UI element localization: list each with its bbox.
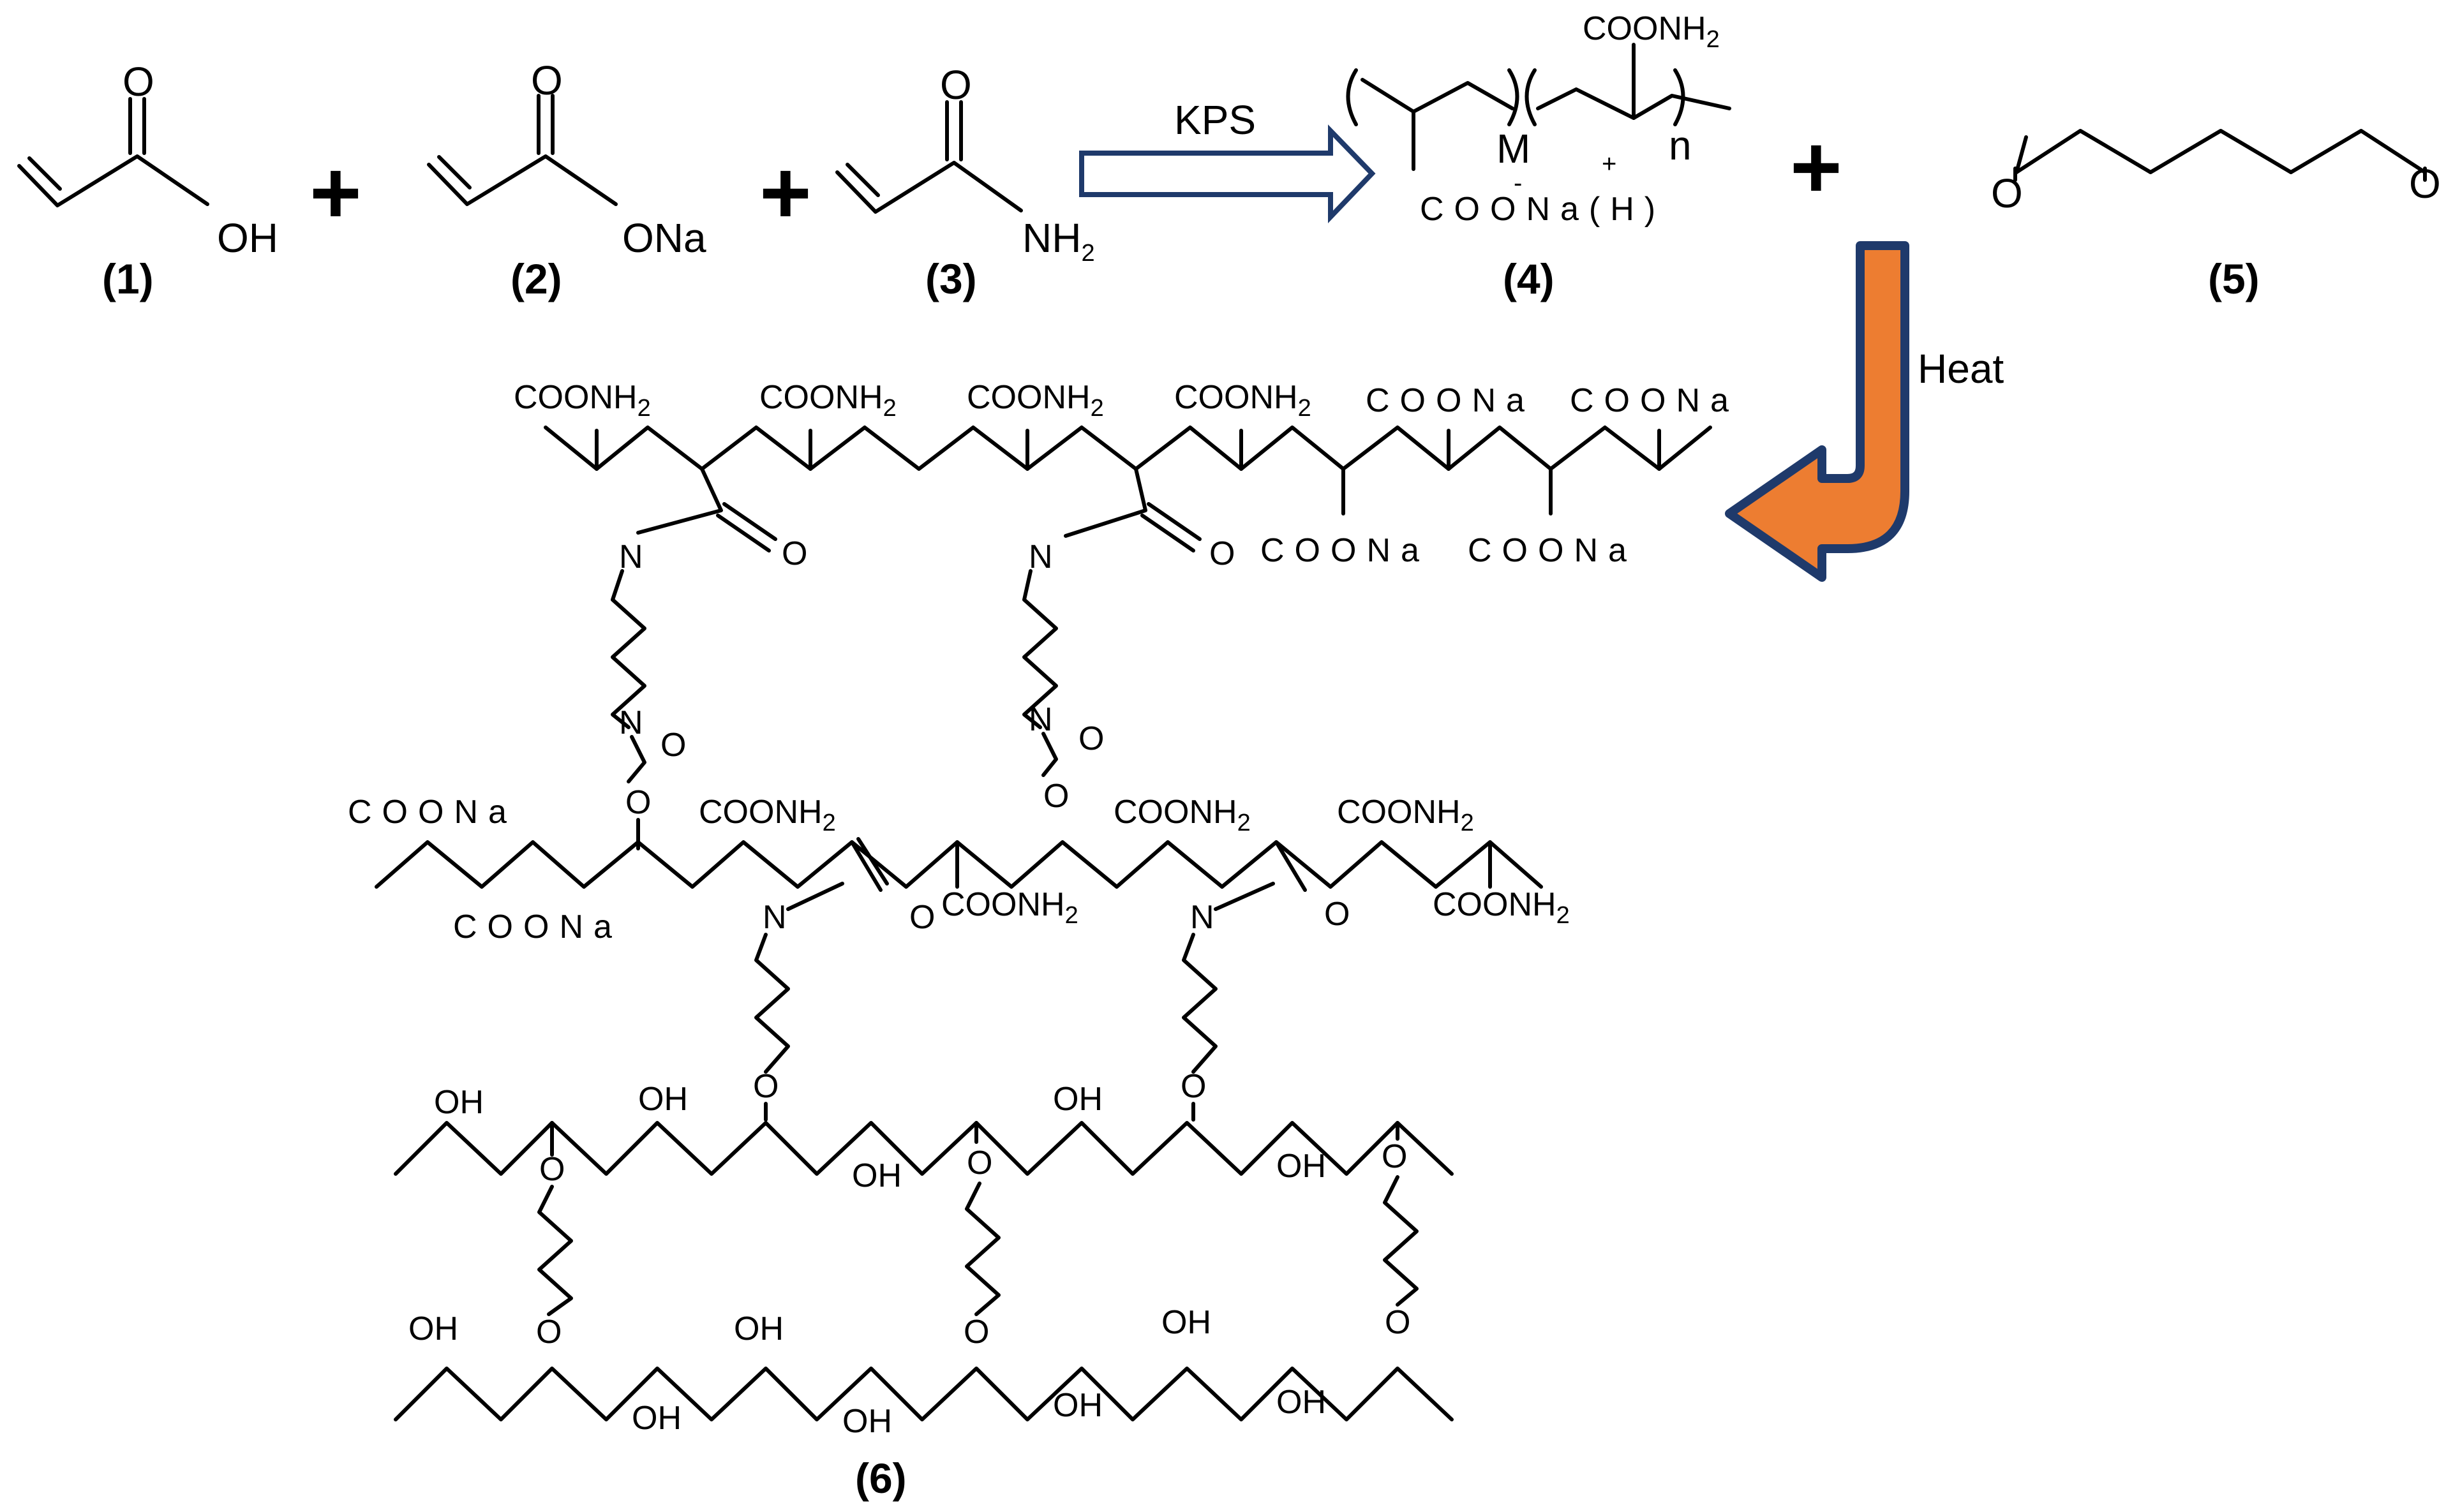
amide-group-label: COONH2: [699, 794, 836, 836]
amide-group-label: COONH2: [941, 886, 1078, 929]
sodium-oxide-label: ONa: [622, 215, 706, 261]
ether-oxygen: O: [1181, 1068, 1206, 1105]
compound-label-5: (5): [2208, 255, 2260, 302]
ether-oxygen: O: [1385, 1304, 1410, 1341]
hollow-arrow-icon: [1079, 124, 1376, 223]
hydroxyl-label: OH: [217, 215, 278, 261]
heat-reaction-arrow: Heat: [1725, 241, 2004, 582]
kps-reaction-arrow: KPS: [1079, 97, 1376, 223]
carbonyl-oxygen: O: [782, 535, 807, 572]
hydroxyl-label: OH: [434, 1084, 484, 1121]
amide-group-label: COONH2: [1337, 794, 1474, 836]
compound-label-6: (6): [855, 1455, 907, 1502]
carbonyl-oxygen: O: [123, 59, 154, 105]
hydroxyl-label: OH: [1276, 1148, 1326, 1185]
carbonyl-oxygen: O: [1078, 720, 1104, 757]
compound-label-3: (3): [925, 255, 977, 302]
carboxylate-label: COONa: [1570, 382, 1739, 419]
compound-2-sodium-acrylate: O ONa (2): [427, 57, 706, 302]
amide-nh2-label: NH2: [1022, 215, 1095, 267]
kps-label: KPS: [1174, 97, 1256, 143]
carboxylate-label: COONa: [1260, 532, 1429, 569]
hydroxyl-label: OH: [638, 1081, 688, 1118]
hydroxyl-label: OH: [1053, 1081, 1103, 1118]
carboxylate-label: COONa: [1468, 532, 1637, 569]
hydroxyl-label: OH: [1276, 1384, 1326, 1421]
plus-sign-2: +: [759, 142, 812, 242]
imine-nitrogen: N: [1029, 701, 1053, 738]
hydroxyl-label: OH: [1053, 1387, 1103, 1424]
carboxylate-label: COONa: [453, 908, 622, 945]
aldehyde-oxygen-right: O: [2409, 161, 2441, 207]
compound-label-2: (2): [511, 255, 562, 302]
carbonyl-oxygen: O: [909, 899, 935, 936]
counter-ion-m-label: M: [1496, 126, 1530, 172]
ether-oxygen: O: [536, 1314, 562, 1351]
amide-group-label: COONH2: [1583, 10, 1720, 53]
compound-label-1: (1): [102, 255, 154, 302]
ether-oxygen: O: [539, 1151, 565, 1188]
compound-4-copolymer: COONH2 M + - COONa(H) n (4): [1346, 10, 1731, 302]
plus-sign-3: +: [1790, 117, 1842, 217]
compound-5-dialdehyde: O O (5): [1991, 129, 2441, 302]
plus-sign-1: +: [309, 142, 362, 242]
carbonyl-oxygen: O: [660, 727, 686, 764]
ester-oxygen: O: [625, 784, 651, 821]
amide-group-label: COONH2: [967, 379, 1104, 422]
imine-nitrogen: N: [1029, 538, 1053, 575]
imine-nitrogen: N: [763, 899, 787, 936]
compound-label-4: (4): [1503, 255, 1555, 302]
ether-oxygen: O: [1382, 1138, 1407, 1175]
hydroxyl-label: OH: [852, 1157, 902, 1194]
hydroxyl-label: OH: [842, 1403, 892, 1440]
amide-group-label: COONH2: [1433, 886, 1570, 929]
compound-3-acrylamide: O NH2 (3): [835, 62, 1095, 302]
compound-6-network: COONH2 COONH2 COONH2 COONH2 COONa COONa …: [348, 379, 1739, 1502]
compound-1-acrylic-acid: O OH (1): [17, 59, 278, 302]
ether-oxygen: O: [753, 1068, 779, 1105]
heat-label: Heat: [1918, 346, 2004, 392]
hydroxyl-label: OH: [408, 1310, 458, 1347]
carboxylate-label: COONa(H): [1420, 191, 1666, 228]
aldehyde-oxygen-left: O: [1991, 170, 2023, 216]
carbonyl-oxygen: O: [1209, 535, 1235, 572]
carbonyl-oxygen: O: [531, 57, 563, 103]
ester-oxygen: O: [1043, 778, 1069, 815]
amide-group-label: COONH2: [759, 379, 897, 422]
ether-oxygen: O: [964, 1314, 989, 1351]
ether-oxygen: O: [967, 1145, 992, 1182]
carbonyl-oxygen: O: [1324, 896, 1350, 933]
hydroxyl-label: OH: [1161, 1304, 1211, 1341]
anion-charge: -: [1514, 169, 1522, 197]
carboxylate-label: COONa: [1366, 382, 1535, 419]
imine-nitrogen: N: [1190, 899, 1214, 936]
cation-charge: +: [1602, 150, 1616, 178]
amide-group-label: COONH2: [514, 379, 651, 422]
repeat-unit-n: n: [1669, 122, 1692, 168]
hydroxyl-label: OH: [632, 1400, 682, 1437]
amide-group-label: COONH2: [1114, 794, 1251, 836]
carboxylate-label: COONa: [348, 794, 517, 831]
amide-group-label: COONH2: [1174, 379, 1311, 422]
curved-arrow-icon: [1725, 241, 1909, 582]
hydroxyl-label: OH: [734, 1310, 784, 1347]
carbonyl-oxygen: O: [940, 62, 972, 108]
